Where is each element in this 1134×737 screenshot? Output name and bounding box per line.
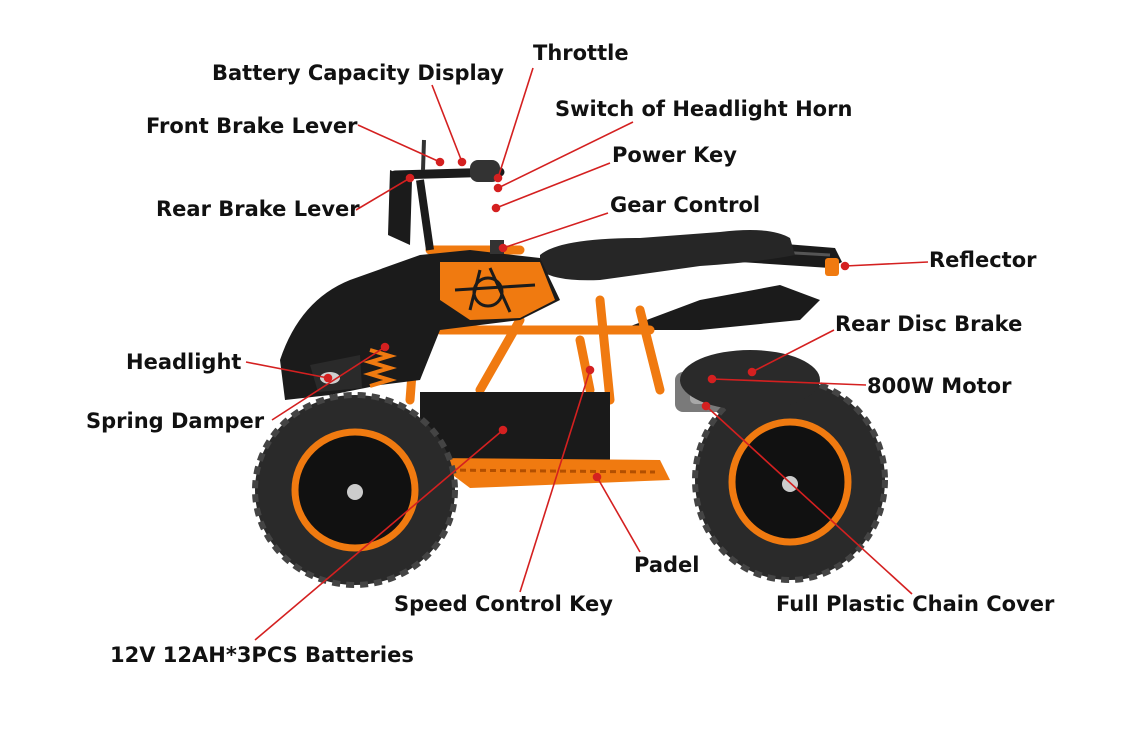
label-headlight: Headlight <box>126 350 242 374</box>
label-spring-damper: Spring Damper <box>86 409 265 433</box>
label-speed-control-key: Speed Control Key <box>394 592 613 616</box>
label-battery-capacity-display: Battery Capacity Display <box>212 61 504 85</box>
rear-fender <box>620 285 820 330</box>
label-padel: Padel <box>634 553 700 577</box>
label-motor: 800W Motor <box>867 374 1012 398</box>
label-reflector: Reflector <box>929 248 1037 272</box>
label-gear-control: Gear Control <box>610 193 761 217</box>
label-throttle: Throttle <box>533 41 629 65</box>
rear-wheel <box>692 377 888 583</box>
label-chain-cover: Full Plastic Chain Cover <box>776 592 1055 616</box>
front-wheel <box>252 392 458 588</box>
seat <box>540 230 795 281</box>
label-switch-headlight-horn: Switch of Headlight Horn <box>555 97 853 121</box>
label-power-key: Power Key <box>612 143 737 167</box>
label-batteries: 12V 12AH*3PCS Batteries <box>110 643 414 667</box>
battery-box <box>420 392 610 462</box>
label-rear-disc-brake: Rear Disc Brake <box>835 312 1023 336</box>
rear-wheel-far <box>680 350 820 410</box>
label-front-brake-lever: Front Brake Lever <box>146 114 358 138</box>
label-rear-brake-lever: Rear Brake Lever <box>156 197 360 221</box>
body-graphic <box>440 262 555 320</box>
handlebar <box>388 139 505 254</box>
spring-damper-coil <box>363 348 397 388</box>
